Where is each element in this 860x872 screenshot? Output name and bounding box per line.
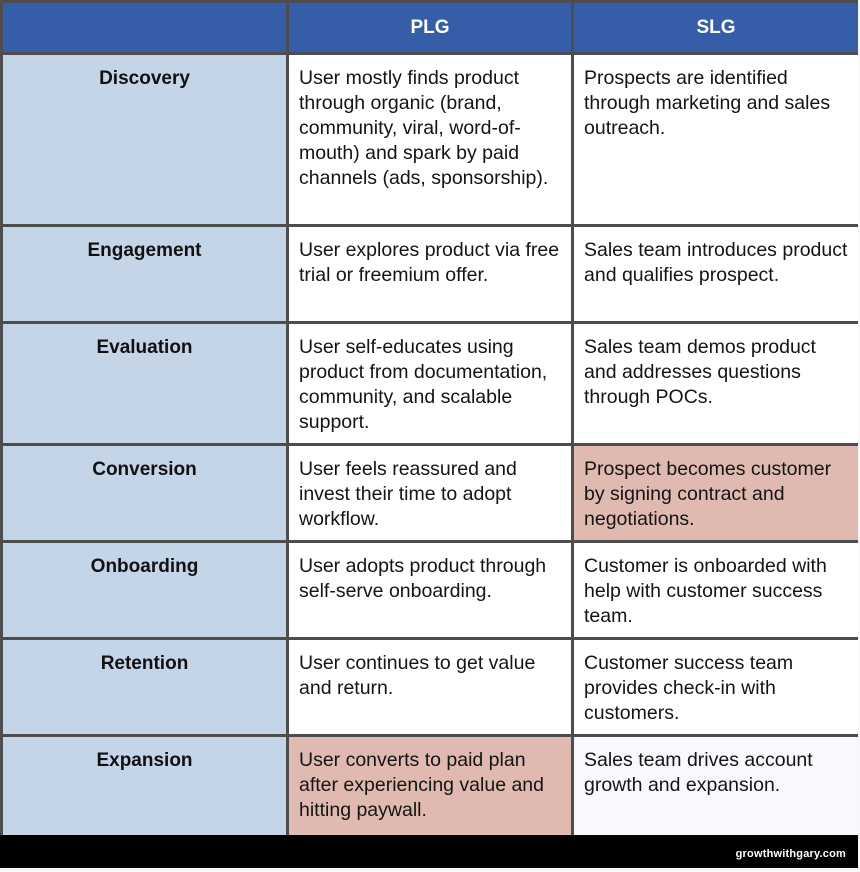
stage-label: Onboarding [0,540,289,640]
comparison-table-container: PLG SLG Discovery User mostly finds prod… [0,0,858,835]
table-row-retention: Retention User continues to get value an… [0,637,858,737]
stage-label: Evaluation [0,321,289,446]
plg-cell: User feels reassured and invest their ti… [286,443,574,543]
slg-cell: Sales team drives account growth and exp… [571,734,858,835]
footer-credit: growthwithgary.com [735,848,846,860]
header-row: PLG SLG [0,0,858,55]
stage-label: Conversion [0,443,289,543]
table-row-conversion: Conversion User feels reassured and inve… [0,443,858,543]
header-slg: SLG [571,0,858,55]
plg-cell: User self-educates using product from do… [286,321,574,446]
stage-label: Discovery [0,52,289,227]
plg-cell: User adopts product through self-serve o… [286,540,574,640]
plg-cell: User explores product via free trial or … [286,224,574,324]
slg-cell: Sales team demos product and addresses q… [571,321,858,446]
header-stage [0,0,289,55]
slg-cell: Customer is onboarded with help with cus… [571,540,858,640]
plg-cell-highlighted: User converts to paid plan after experie… [286,734,574,835]
plg-cell: User continues to get value and return. [286,637,574,737]
table-row-discovery: Discovery User mostly finds product thro… [0,52,858,227]
slg-cell: Prospects are identified through marketi… [571,52,858,227]
slg-cell: Sales team introduces product and qualif… [571,224,858,324]
stage-label: Retention [0,637,289,737]
header-plg: PLG [286,0,574,55]
plg-cell: User mostly finds product through organi… [286,52,574,227]
table-row-expansion: Expansion User converts to paid plan aft… [0,734,858,835]
slg-cell: Customer success team provides check-in … [571,637,858,737]
table-row-evaluation: Evaluation User self-educates using prod… [0,321,858,446]
footer-bar: growthwithgary.com [0,835,858,868]
stage-label: Expansion [0,734,289,835]
stage-label: Engagement [0,224,289,324]
table-row-onboarding: Onboarding User adopts product through s… [0,540,858,640]
table-row-engagement: Engagement User explores product via fre… [0,224,858,324]
plg-vs-slg-table: PLG SLG Discovery User mostly finds prod… [0,0,858,835]
slg-cell-highlighted: Prospect becomes customer by signing con… [571,443,858,543]
